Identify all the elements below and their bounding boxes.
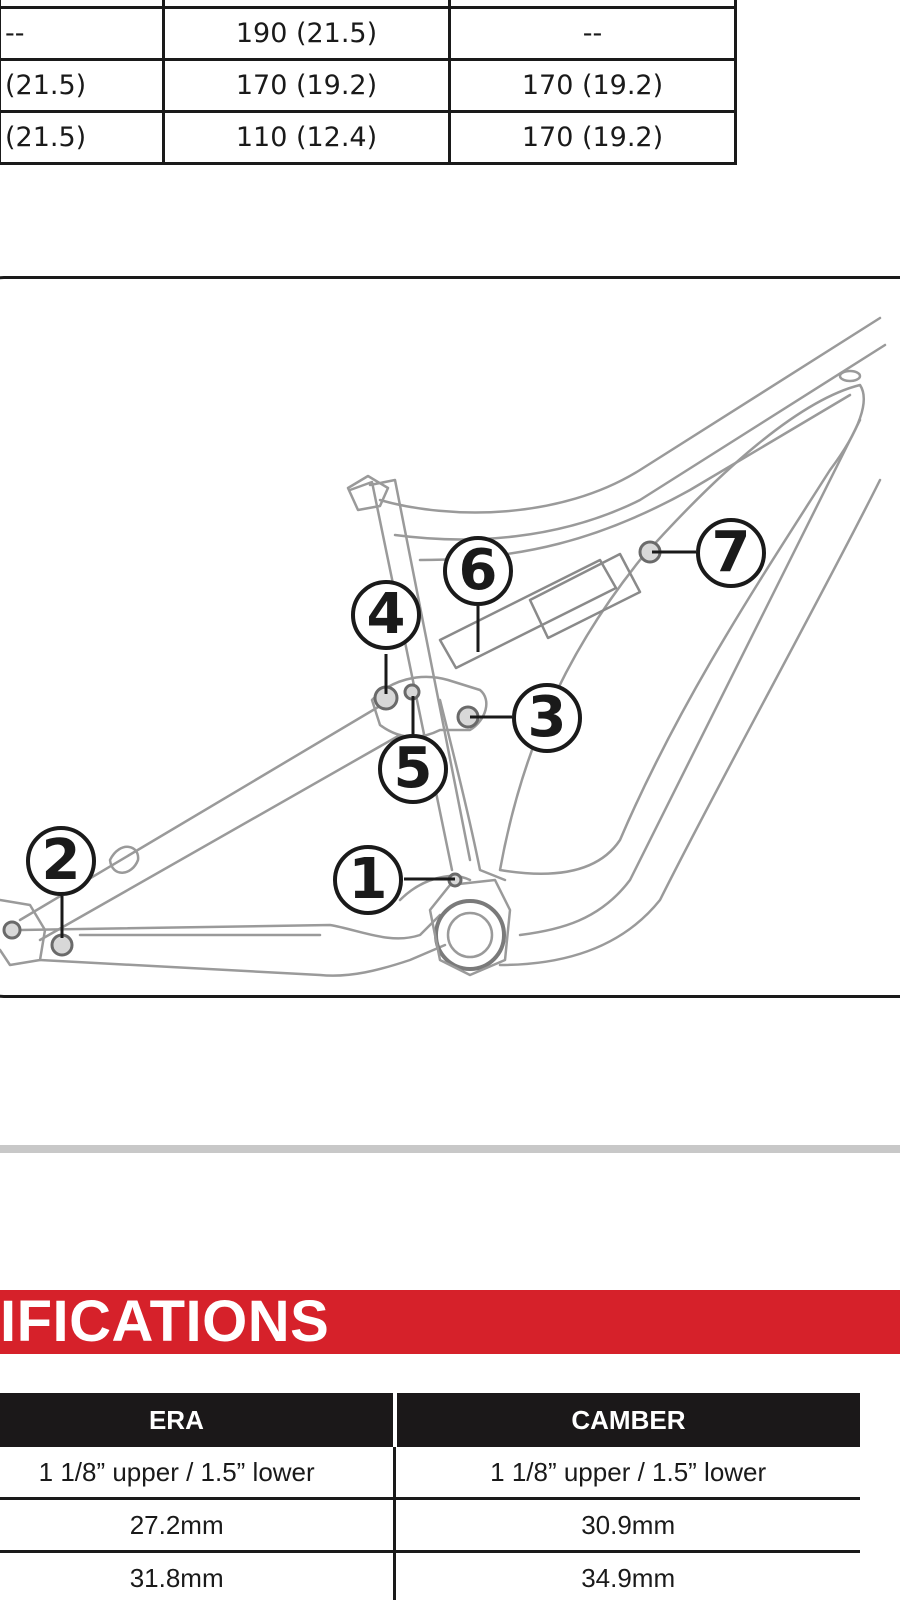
column-header-era: ERA (0, 1393, 397, 1447)
table-cell: 190 (21.5) (162, 6, 451, 61)
table-row: 27.2mm 30.9mm (0, 1498, 860, 1553)
table-row (0, 0, 737, 9)
table-row: 1 1/8” upper / 1.5” lower 1 1/8” upper /… (0, 1447, 860, 1500)
table-row: (21.5) 110 (12.4) 170 (19.2) (0, 110, 737, 165)
table-cell: 1 1/8” upper / 1.5” lower (0, 1447, 397, 1500)
callout-6: 6 (443, 536, 513, 606)
table-row: -- 190 (21.5) -- (0, 6, 737, 61)
table-cell: 170 (19.2) (448, 58, 737, 113)
table-cell: 31.8mm (0, 1551, 397, 1600)
table-cell: 30.9mm (394, 1498, 860, 1553)
table-cell: 27.2mm (0, 1498, 397, 1553)
specifications-table: ERA CAMBER 1 1/8” upper / 1.5” lower 1 1… (0, 1393, 860, 1600)
table-row: 31.8mm 34.9mm (0, 1551, 860, 1600)
section-divider (0, 1145, 900, 1153)
callout-3: 3 (512, 683, 582, 753)
table-cell (448, 0, 737, 9)
table-cell (162, 0, 451, 9)
callout-7: 7 (696, 518, 766, 588)
callout-5: 5 (378, 734, 448, 804)
table-cell: 170 (19.2) (162, 58, 451, 113)
table-cell: (21.5) (0, 110, 165, 165)
table-cell: (21.5) (0, 58, 165, 113)
frame-diagram-box (0, 276, 900, 998)
table-cell (0, 0, 165, 9)
table-cell: 1 1/8” upper / 1.5” lower (394, 1447, 860, 1500)
table-cell: 110 (12.4) (162, 110, 451, 165)
table-row: (21.5) 170 (19.2) 170 (19.2) (0, 58, 737, 113)
callout-4: 4 (351, 580, 421, 650)
torque-spec-table: -- 190 (21.5) -- (21.5) 170 (19.2) 170 (… (0, 0, 737, 165)
table-cell: -- (448, 6, 737, 61)
table-cell: 170 (19.2) (448, 110, 737, 165)
section-title: IFICATIONS (0, 1289, 330, 1354)
table-cell: 34.9mm (394, 1551, 860, 1600)
table-cell: -- (0, 6, 165, 61)
column-header-camber: CAMBER (394, 1393, 860, 1447)
callout-1: 1 (333, 845, 403, 915)
specifications-banner: IFICATIONS (0, 1290, 900, 1354)
callout-2: 2 (26, 826, 96, 896)
table-header-row: ERA CAMBER (0, 1393, 860, 1447)
